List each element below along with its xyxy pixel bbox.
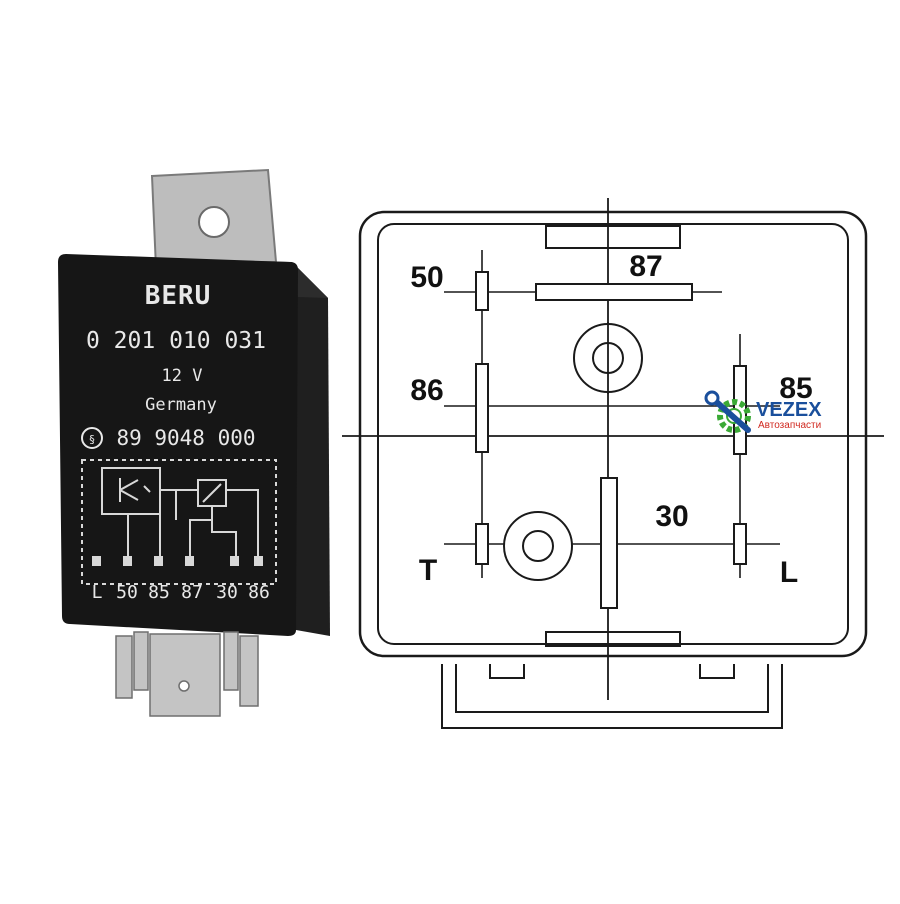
connector-diagram: [342, 198, 884, 729]
housing-inner: [377, 223, 849, 645]
relay-voltage: 12 V: [162, 366, 203, 386]
top-key: [545, 225, 681, 249]
relay-part-number: 0 201 010 031: [86, 328, 266, 354]
pin-label-t: T: [419, 554, 437, 587]
pin-label-87: 87: [629, 250, 662, 283]
blade-hole: [178, 680, 190, 692]
vezex-watermark: VEZEX Автозапчасти: [704, 390, 822, 433]
terminal-label-87: 87: [181, 582, 203, 603]
center-blade: [149, 633, 221, 717]
relay-origin: Germany: [145, 395, 217, 415]
watermark-subtitle: Автозапчасти: [758, 420, 821, 431]
approval-mark-icon: [81, 427, 103, 449]
slot-30: [600, 477, 618, 609]
bottom-key: [545, 631, 681, 647]
lower-boss-inner: [522, 530, 554, 562]
relay-schematic: [81, 459, 277, 585]
relay-code: 89 9048 000: [116, 426, 255, 450]
pin-label-50: 50: [410, 261, 443, 294]
mounting-hole: [198, 206, 230, 238]
terminal-label-85: 85: [148, 582, 170, 603]
wrench-icon: [709, 395, 751, 433]
approval-mark-glyph: §: [89, 433, 95, 446]
slot-t: [475, 523, 489, 565]
pin-label-l: L: [780, 556, 798, 589]
terminal-labels: L 50 85 87 30 86: [92, 582, 270, 603]
terminal-markers: [92, 556, 263, 566]
diagram-pin-labels: 50 87 86 85 30 T L: [410, 250, 812, 589]
terminal-label-50: 50: [116, 582, 138, 603]
relay-photo: BERU 0 201 010 031 12 V Germany § 89 904…: [58, 168, 330, 717]
slot-86: [475, 363, 489, 453]
housing-outer: [358, 210, 868, 658]
slot-87: [535, 283, 693, 301]
lower-boss-outer: [503, 511, 573, 581]
relay-side-face: [292, 262, 330, 636]
relay-front-face: [58, 254, 298, 636]
wrench-head-icon: [704, 390, 720, 406]
bottom-latch: [441, 664, 783, 729]
slot-50: [475, 271, 489, 311]
pin-label-30: 30: [655, 500, 688, 533]
relay-brand: BERU: [145, 281, 212, 311]
terminal-label-l: L: [92, 582, 103, 603]
terminal-label-86: 86: [248, 582, 270, 603]
relay-pins: [115, 631, 259, 717]
slot-l: [733, 523, 747, 565]
pin-label-86: 86: [410, 374, 443, 407]
watermark-brand: VEZEX: [756, 399, 822, 421]
terminal-label-30: 30: [216, 582, 238, 603]
pin-label-85: 85: [779, 372, 812, 405]
